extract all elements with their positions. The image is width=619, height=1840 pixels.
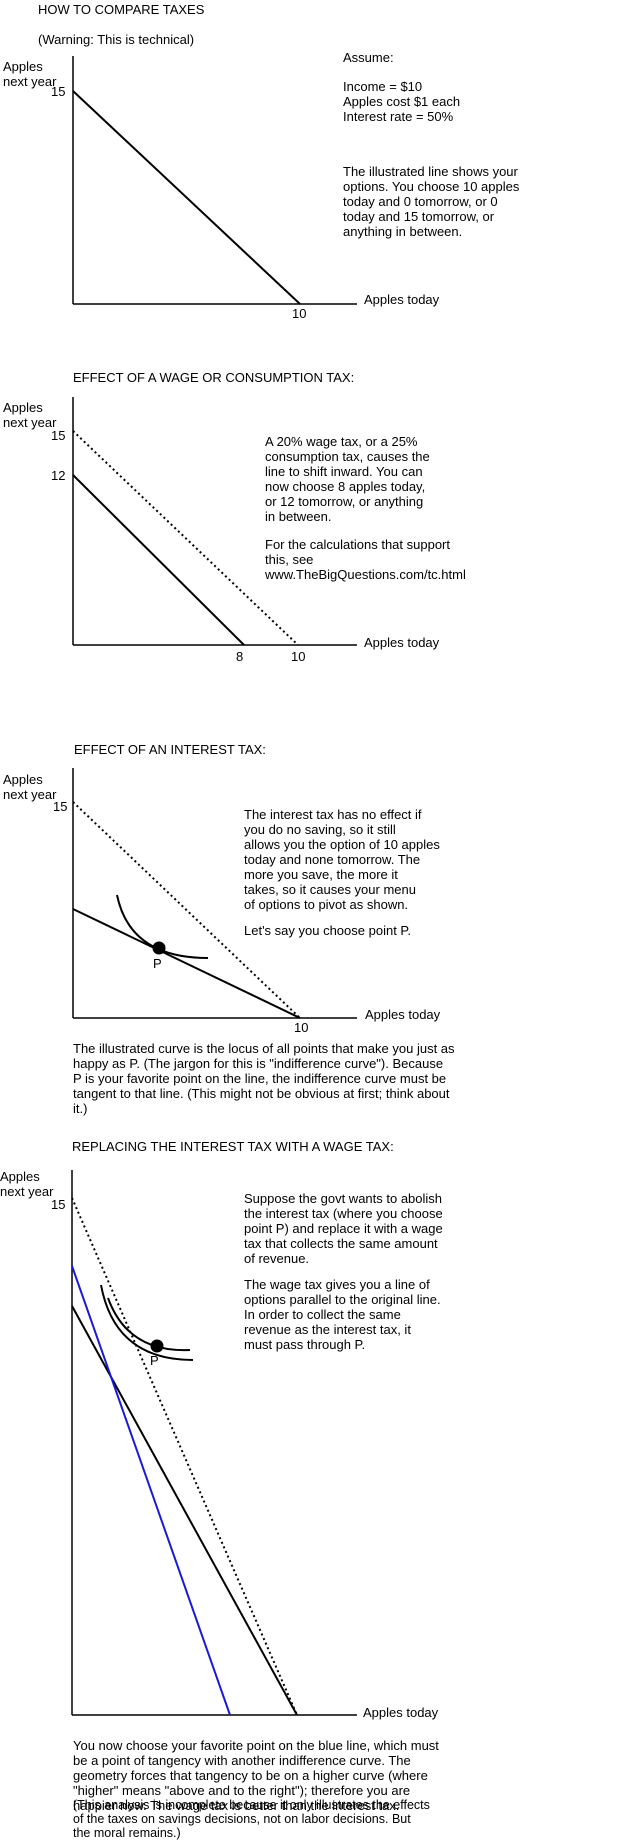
diagram-budget-line [72,56,357,305]
section4-caption: You now choose your favorite point on th… [73,1738,439,1813]
diagram-wage-tax [72,397,357,646]
x-axis-label-4: Apples today [363,1705,439,1720]
original-line-dotted [72,801,301,1019]
y-tick-15: 15 [51,428,66,443]
x-axis-label-1: Apples today [364,292,440,307]
section3-heading: EFFECT OF AN INTEREST TAX: [74,742,266,757]
warning-text: (Warning: This is technical) [38,32,195,47]
point-p [150,1339,164,1353]
indifference-curve-original [107,1297,191,1352]
pivoted-line [72,908,301,1019]
original-line-dotted [71,1197,298,1716]
wage-tax-line-blue [71,1265,231,1716]
interest-tax-line [71,1305,298,1716]
section4-text: Suppose the govt wants to abolish the in… [244,1191,443,1266]
y-tick-15: 15 [51,1197,66,1212]
y-axis-label-1a: Apples [3,59,43,74]
section2-heading: EFFECT OF A WAGE OR CONSUMPTION TAX: [73,370,355,385]
original-line-dotted [72,430,299,646]
section3-text: The interest tax has no effect if you do… [244,807,440,912]
assume-title: Assume: [343,50,394,65]
x-tick-10: 10 [294,1020,309,1035]
y-tick-15: 15 [51,84,66,99]
budget-line [72,90,301,305]
y-axis-label-4b: next year [0,1184,54,1199]
diagram-replacement [71,1170,357,1716]
section3-caption: The illustrated curve is the locus of al… [73,1041,455,1116]
point-p-label: P [150,1353,159,1368]
y-axis-label-2a: Apples [3,400,43,415]
x-tick-8: 8 [236,649,244,664]
y-axis-label-2b: next year [3,415,57,430]
x-tick-10: 10 [292,306,307,321]
section4-text2: The wage tax gives you a line of options… [244,1277,441,1352]
x-tick-10: 10 [291,649,306,664]
y-tick-15: 15 [53,799,68,814]
section1-text: The illustrated line shows your options.… [343,164,520,239]
diagram-interest-tax [72,768,357,1019]
section4-heading: REPLACING THE INTEREST TAX WITH A WAGE T… [72,1139,394,1154]
section2-reference: For the calculations that support this, … [265,537,466,582]
assume-list: Income = $10 Apples cost $1 each Interes… [343,79,461,124]
section2-text: A 20% wage tax, or a 25% consumption tax… [265,434,430,524]
taxed-line [72,474,245,646]
y-tick-12: 12 [51,468,66,483]
section4-caption2: (This analysis is incomplete because it … [73,1798,430,1840]
x-axis-label-2: Apples today [364,635,440,650]
indifference-curve-higher [100,1284,194,1361]
x-axis-label-3: Apples today [365,1007,441,1022]
section3-choice: Let's say you choose point P. [244,923,412,938]
y-axis-label-4a: Apples [0,1169,40,1184]
point-p [152,941,166,955]
y-axis-label-3a: Apples [3,772,43,787]
point-p-label: P [153,956,162,971]
y-axis-label-3b: next year [3,787,57,802]
page-title: HOW TO COMPARE TAXES [38,2,205,17]
y-axis-label-1b: next year [3,74,57,89]
indifference-curve [116,894,209,959]
